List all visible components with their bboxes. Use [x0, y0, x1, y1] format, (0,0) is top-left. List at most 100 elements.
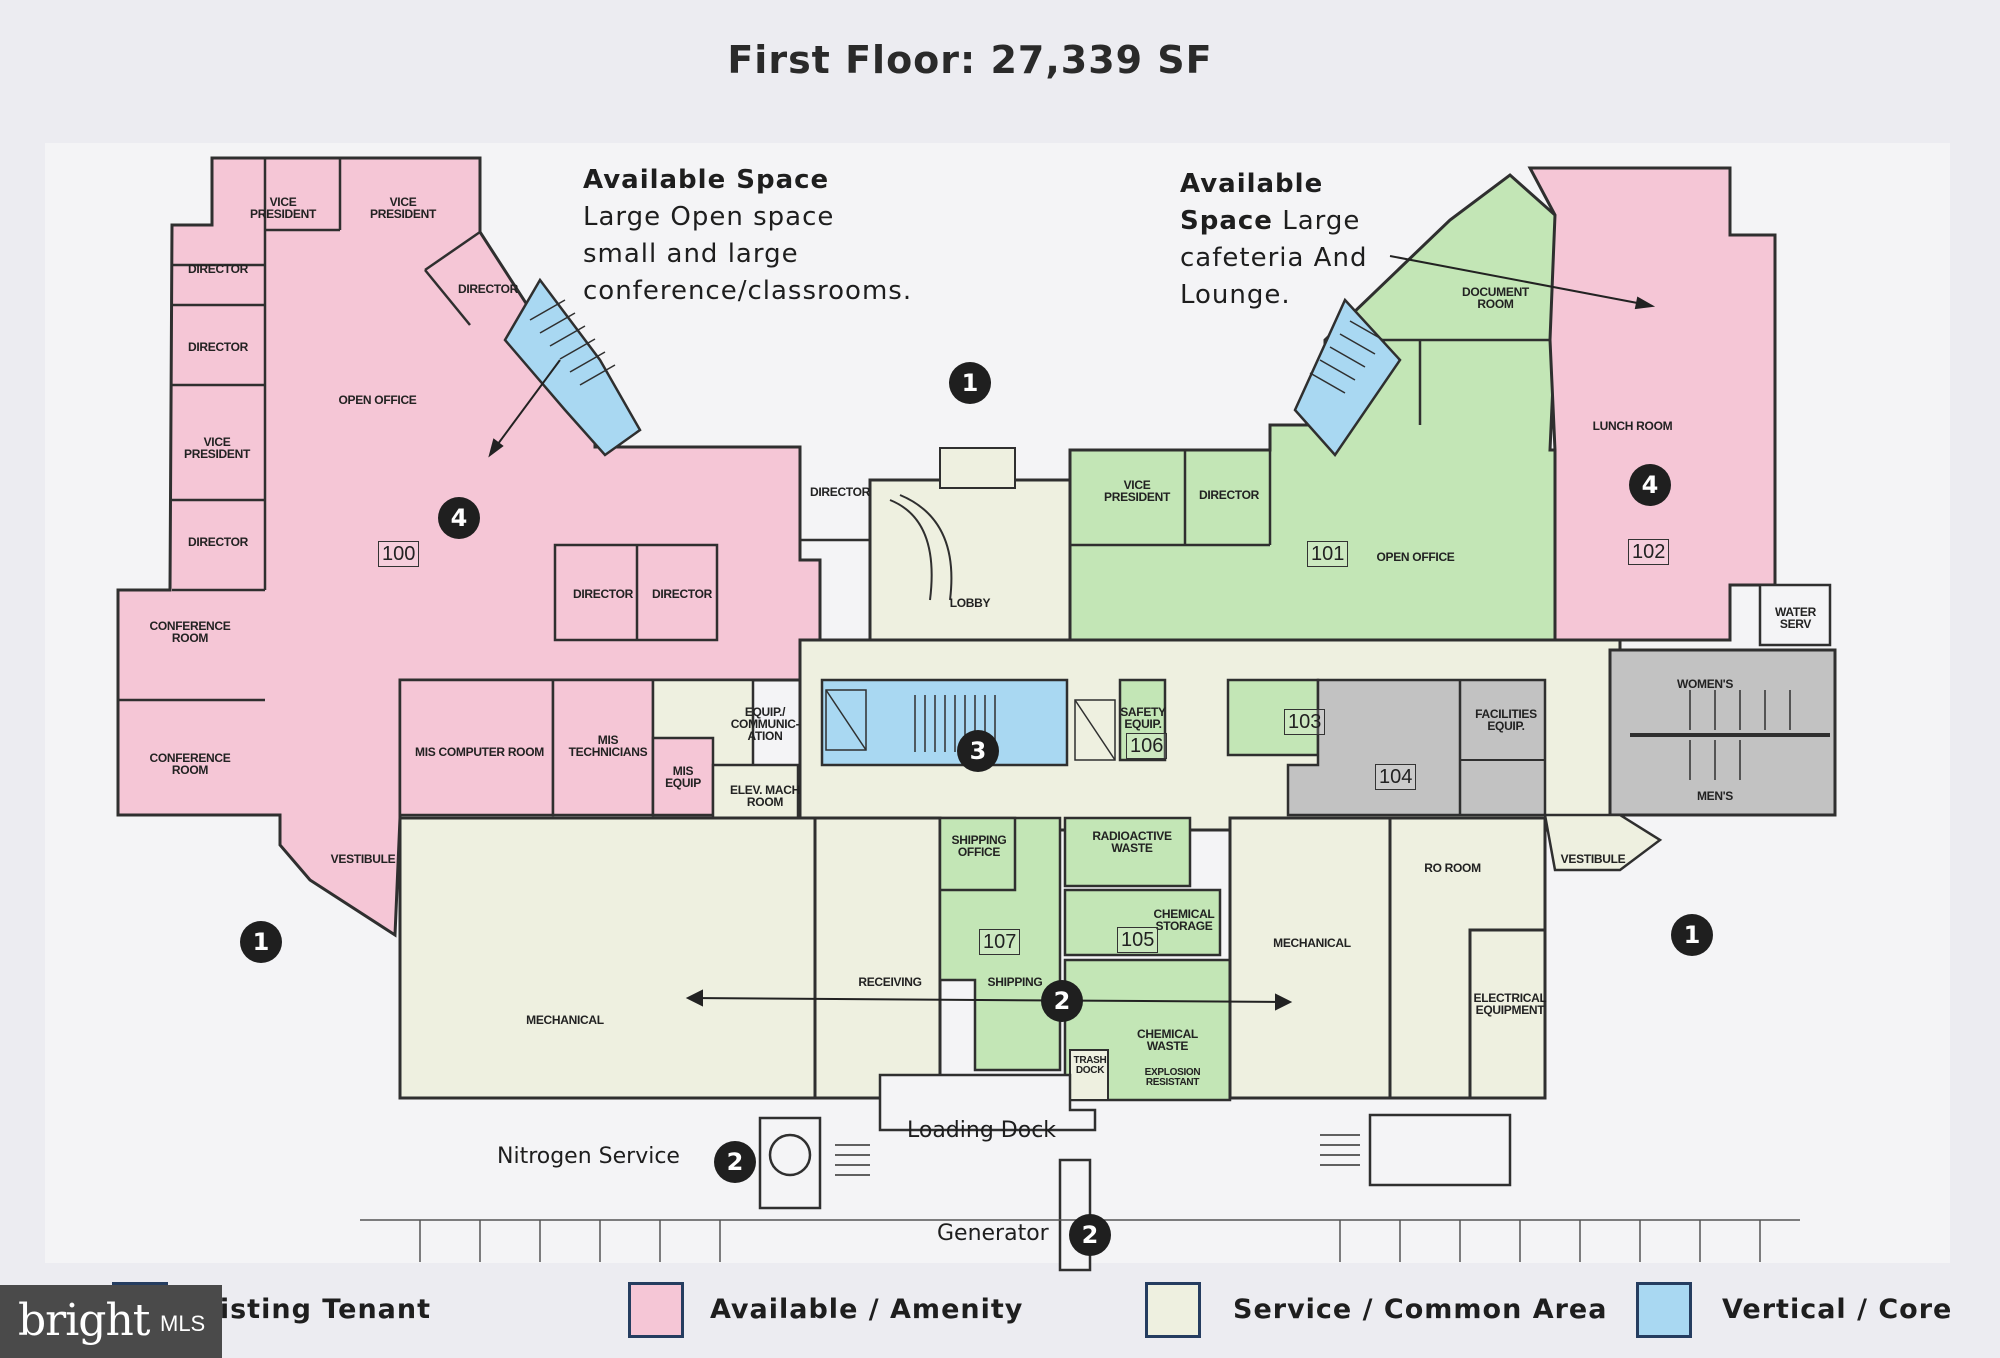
room-label-director-2: Director [651, 587, 713, 601]
room-label-director-top: Director [809, 485, 871, 499]
lobby-curve-2 [899, 494, 953, 601]
suite-number-103: 103 [1284, 709, 1326, 735]
room-label-chemical-storage: Chemical Storage [1153, 907, 1215, 933]
room-label-elev-mach: Elev. Mach Room [730, 783, 800, 809]
trash-dock [1069, 1049, 1109, 1101]
room-104 [1286, 678, 1547, 817]
room-label-conference-2: Conference Room [149, 751, 231, 777]
chem-storage-room [1063, 888, 1222, 957]
callout-right-heading-2: Space [1180, 206, 1273, 236]
safety-equip-room [1118, 678, 1167, 762]
room-label-receiving: Receiving [858, 975, 922, 989]
room-label-electrical-equipment: Electrical Equipment [1473, 991, 1547, 1017]
room-label-facilities-equip: Facilities Equip. [1475, 707, 1537, 733]
mis-rooms [398, 678, 800, 827]
room-label-shipping-office: Shipping Office [951, 833, 1007, 859]
callout-right: Available Space Large cafeteria And Loun… [1180, 166, 1367, 314]
room-label-safety-equip: Safety Equip. [1120, 705, 1166, 731]
room-label-equip-communication: Equip./ Communic-ation [730, 705, 800, 743]
logo-mls: MLS [160, 1311, 206, 1336]
room-label-explosion-resistant: Explosion Resistant [1144, 1067, 1201, 1088]
bright-mls-logo: bright MLS [0, 1285, 222, 1358]
callout-right-heading-1: Available [1180, 169, 1324, 199]
room-label-vice-president-1: Vice President [250, 195, 316, 221]
radioactive-room [1063, 816, 1192, 888]
room-label-document-room: Document Room [1462, 285, 1529, 311]
legend-label-available-amenity: Available / Amenity [710, 1294, 1024, 1325]
stair-treads-right [1309, 320, 1386, 394]
callout-left-line-1: Large Open space [583, 202, 835, 232]
legend-label-service-common: Service / Common Area [1233, 1294, 1608, 1325]
shipping-office [938, 816, 1017, 892]
left-wing-walls [118, 158, 870, 702]
room-label-lobby: Lobby [949, 596, 991, 610]
room-label-mis-equip: MIS Equip [665, 764, 701, 790]
entry-vestibule-top [939, 447, 1016, 489]
page-title: First Floor: 27,339 SF [727, 38, 1213, 82]
room-label-mechanical-right: Mechanical [1273, 936, 1351, 950]
room-label-trash-dock: Trash Dock [1073, 1055, 1107, 1076]
suite-number-100: 100 [378, 541, 420, 567]
loading-dock-exterior [758, 1073, 1512, 1272]
room-label-vestibule-left: Vestibule [330, 852, 396, 866]
room-label-womens: Women's [1676, 677, 1734, 691]
loading-dock-label: Loading Dock [907, 1118, 1057, 1143]
marker-2-generator: 2 [1069, 1214, 1111, 1256]
mechanical-left [398, 816, 817, 1100]
room-label-vice-president-3: Vice President [184, 435, 250, 461]
callout-left-heading-text: Available Space [583, 165, 830, 195]
right-tenant-walls [1070, 338, 1555, 547]
room-label-open-office-left: Open Office [338, 393, 417, 407]
lunch-room-area [1527, 166, 1777, 642]
room-label-ro-room: RO Room [1424, 861, 1481, 875]
callout-right-line-2: cafeteria And [1180, 243, 1368, 273]
marker-1-right-entry: 1 [1671, 914, 1713, 956]
room-label-director-d: Director [187, 535, 249, 549]
restroom-stalls [1689, 690, 1791, 780]
electrical-room [1468, 928, 1547, 1100]
room-label-director-b: Director [187, 340, 249, 354]
legend-swatch-service-common [1145, 1282, 1201, 1338]
suite-number-101: 101 [1307, 541, 1349, 567]
room-label-vice-president-2: Vice President [370, 195, 436, 221]
room-label-director-a: Director [187, 262, 249, 276]
restrooms [1608, 648, 1837, 817]
room-label-director-1: Director [572, 587, 634, 601]
nitrogen-service-label: Nitrogen Service [497, 1144, 680, 1169]
suite-number-107: 107 [979, 929, 1021, 955]
callout-arrows [488, 255, 1656, 1011]
room-label-open-office-right: Open Office [1376, 550, 1455, 564]
suite-number-105: 105 [1117, 927, 1159, 953]
room-label-radioactive-waste: Radioactive Waste [1092, 829, 1172, 855]
marker-2-nitrogen: 2 [714, 1141, 756, 1183]
callout-left: Available Space Large Open space small a… [583, 162, 912, 310]
callout-right-line-3: Lounge. [1180, 280, 1291, 310]
room-label-shipping: Shipping [987, 975, 1043, 989]
mechanical-right [1228, 816, 1392, 1100]
marker-2-service: 2 [1041, 980, 1083, 1022]
legend-label-existing-tenant: Existing Tenant [182, 1294, 432, 1325]
marker-1-left-entry: 1 [240, 921, 282, 963]
room-label-conference-1: Conference Room [149, 619, 231, 645]
room-label-mechanical-left: Mechanical [526, 1013, 604, 1027]
callout-left-line-2: small and large [583, 239, 799, 269]
marker-1-top-entry: 1 [949, 362, 991, 404]
room-label-director-c: Director [457, 282, 519, 296]
legend-swatch-available-amenity [628, 1282, 684, 1338]
room-label-mis-computer: MIS Computer Room [415, 745, 544, 759]
vestibule-right-area [1543, 813, 1663, 872]
generator-label: Generator [937, 1221, 1049, 1246]
room-label-water-serv: Water Serv [1775, 605, 1816, 631]
room-label-mens: Men's [1696, 789, 1734, 803]
callout-left-line-3: conference/classrooms. [583, 276, 913, 306]
suite-number-104: 104 [1375, 764, 1417, 790]
receiving-area [813, 816, 942, 1100]
suite-number-106: 106 [1126, 733, 1168, 759]
logo-word: bright [18, 1295, 150, 1346]
callout-left-heading: Available Space [583, 162, 912, 199]
room-label-vestibule-right: Vestibule [1560, 852, 1626, 866]
room-label-chemical-waste: Chemical Waste [1137, 1027, 1198, 1053]
water-serv-room [1758, 583, 1832, 647]
stair-treads-left [529, 299, 616, 386]
